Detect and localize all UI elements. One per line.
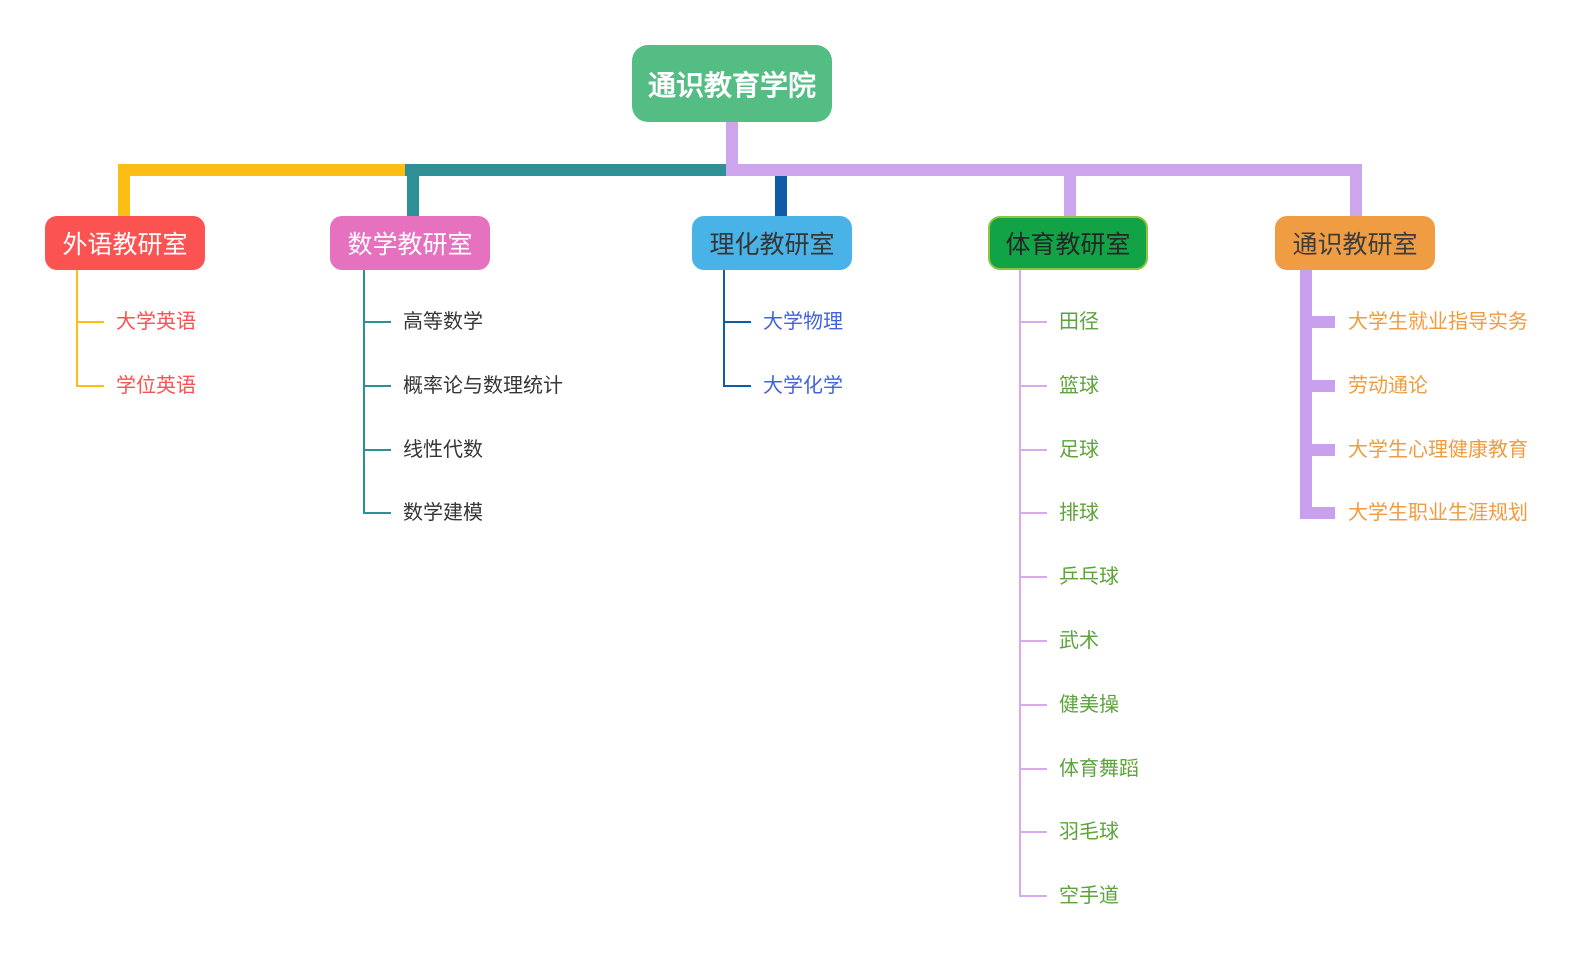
leaf-connector bbox=[1021, 895, 1047, 897]
leaf-connector bbox=[1021, 576, 1047, 578]
leaf-node[interactable]: 大学英语 bbox=[116, 311, 196, 333]
branch-node-label: 通识教研室 bbox=[1292, 231, 1418, 259]
branch-spine-physics-chemistry bbox=[723, 270, 725, 387]
branch-node-label: 数学教研室 bbox=[347, 231, 473, 259]
branch-node-label: 理化教研室 bbox=[709, 231, 835, 259]
leaf-connector bbox=[1021, 449, 1047, 451]
leaf-connector bbox=[1021, 321, 1047, 323]
leaf-connector bbox=[1312, 316, 1335, 328]
leaf-connector bbox=[725, 321, 751, 323]
leaf-node[interactable]: 高等数学 bbox=[403, 311, 483, 333]
leaf-connector bbox=[1312, 444, 1335, 456]
leaf-connector bbox=[1021, 640, 1047, 642]
branch-node-foreign-language[interactable]: 外语教研室 bbox=[45, 216, 205, 270]
leaf-node[interactable]: 劳动通论 bbox=[1348, 375, 1428, 397]
connector-foreign-language bbox=[118, 164, 130, 216]
leaf-node[interactable]: 体育舞蹈 bbox=[1059, 758, 1139, 780]
branch-node-physics-chemistry[interactable]: 理化教研室 bbox=[692, 216, 852, 270]
leaf-node[interactable]: 大学生心理健康教育 bbox=[1348, 439, 1528, 461]
leaf-connector bbox=[1021, 768, 1047, 770]
connector-physics-chemistry bbox=[775, 168, 787, 217]
connector-physical-education bbox=[1064, 164, 1076, 216]
leaf-connector bbox=[1021, 385, 1047, 387]
branch-spine-physical-education bbox=[1019, 270, 1021, 897]
leaf-node[interactable]: 数学建模 bbox=[403, 502, 483, 524]
leaf-connector bbox=[1021, 831, 1047, 833]
leaf-connector bbox=[725, 385, 751, 387]
leaf-connector bbox=[365, 385, 391, 387]
leaf-node[interactable]: 大学生职业生涯规划 bbox=[1348, 502, 1528, 524]
branch-node-physical-education[interactable]: 体育教研室 bbox=[988, 216, 1148, 270]
branch-node-math[interactable]: 数学教研室 bbox=[330, 216, 490, 270]
branch-spine-math bbox=[363, 270, 365, 514]
root-node[interactable]: 通识教育学院 bbox=[632, 45, 832, 122]
connector-general-studies bbox=[1350, 164, 1362, 216]
root-connector bbox=[726, 121, 738, 176]
leaf-node[interactable]: 线性代数 bbox=[403, 439, 483, 461]
leaf-connector bbox=[1312, 380, 1335, 392]
leaf-node[interactable]: 排球 bbox=[1059, 502, 1099, 524]
leaf-connector bbox=[1312, 507, 1335, 519]
branch-node-label: 体育教研室 bbox=[1005, 231, 1131, 259]
branch-node-general-studies[interactable]: 通识教研室 bbox=[1275, 216, 1435, 270]
leaf-connector bbox=[78, 321, 104, 323]
leaf-node[interactable]: 健美操 bbox=[1059, 694, 1119, 716]
leaf-node[interactable]: 武术 bbox=[1059, 630, 1099, 652]
leaf-connector bbox=[365, 512, 391, 514]
branch-node-label: 外语教研室 bbox=[62, 231, 188, 259]
leaf-connector bbox=[365, 321, 391, 323]
leaf-connector bbox=[1021, 512, 1047, 514]
leaf-node[interactable]: 概率论与数理统计 bbox=[403, 375, 563, 397]
leaf-connector bbox=[78, 385, 104, 387]
leaf-node[interactable]: 大学生就业指导实务 bbox=[1348, 311, 1528, 333]
leaf-node[interactable]: 大学物理 bbox=[763, 311, 843, 333]
connector-math bbox=[407, 164, 419, 216]
leaf-node[interactable]: 乒乓球 bbox=[1059, 566, 1119, 588]
leaf-node[interactable]: 羽毛球 bbox=[1059, 821, 1119, 843]
root-node-label: 通识教育学院 bbox=[647, 69, 816, 101]
leaf-node[interactable]: 足球 bbox=[1059, 439, 1099, 461]
leaf-node[interactable]: 篮球 bbox=[1059, 375, 1099, 397]
leaf-connector bbox=[365, 449, 391, 451]
connector-math bbox=[405, 164, 737, 176]
connector-foreign-language bbox=[118, 164, 410, 176]
leaf-node[interactable]: 学位英语 bbox=[116, 375, 196, 397]
branch-spine-foreign-language bbox=[76, 270, 78, 387]
leaf-node[interactable]: 田径 bbox=[1059, 311, 1099, 333]
branch-spine-general-studies bbox=[1300, 270, 1312, 519]
leaf-connector bbox=[1021, 704, 1047, 706]
connector-trunk bbox=[726, 164, 1362, 176]
leaf-node[interactable]: 空手道 bbox=[1059, 885, 1119, 907]
leaf-node[interactable]: 大学化学 bbox=[763, 375, 843, 397]
